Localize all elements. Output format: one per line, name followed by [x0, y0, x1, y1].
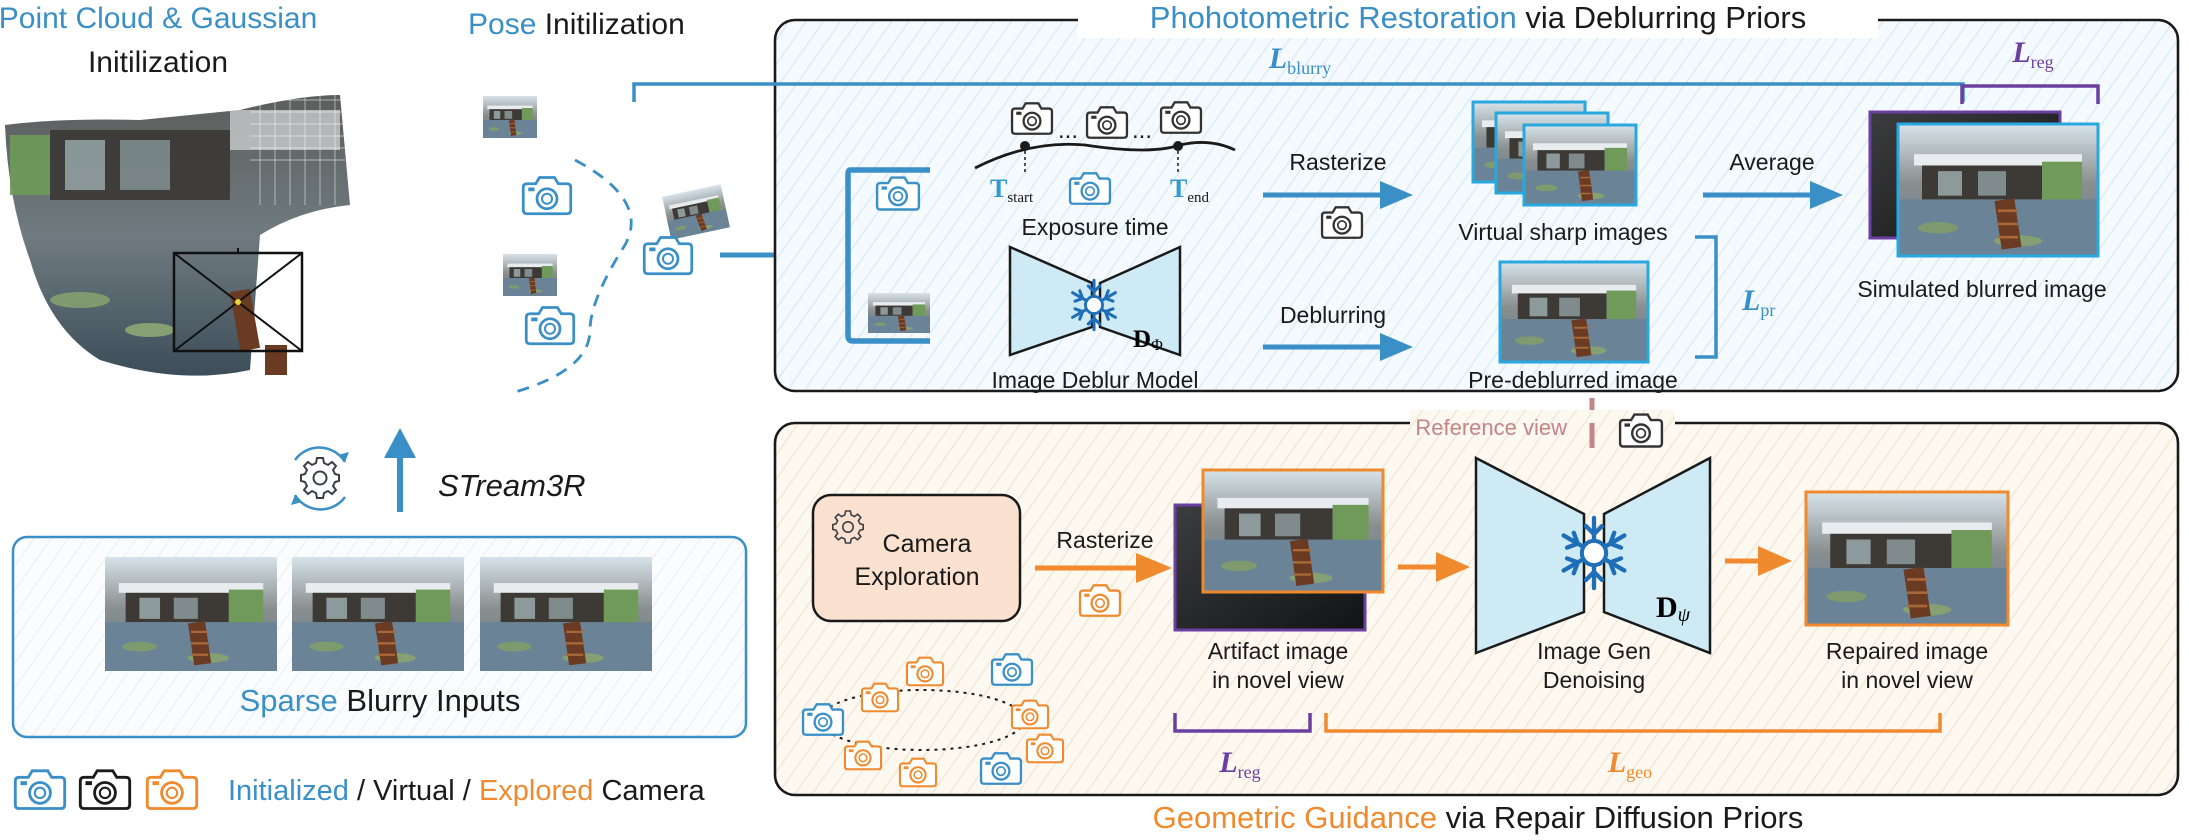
simulated-blurred-label: Simulated blurred image [1857, 276, 2106, 302]
pre-deblurred-image [1498, 260, 1650, 364]
l-geo-label: Lgeo [1607, 746, 1652, 782]
l-pr-label: Lpr [1741, 284, 1775, 320]
virtual-camera-icon [1010, 102, 1054, 135]
explored-camera-icon [145, 769, 199, 810]
l-pr-bracket [1695, 235, 1718, 359]
camera-exploration-label-1: Camera [883, 530, 972, 558]
artifact-label-1: Artifact image [1208, 638, 1349, 664]
rasterize-label-top: Rasterize [1289, 149, 1386, 175]
pre-deblurred-label: Pre-deblurred image [1468, 367, 1678, 393]
virtual-camera-icon [1320, 206, 1364, 239]
camera-legend: Initialized / Virtual / Explored Camera [13, 769, 705, 810]
input-image-1 [105, 557, 277, 671]
explored-camera-icon [1025, 733, 1065, 764]
stream3r-step: STream3R [291, 428, 586, 512]
gen-denoising-model: Dψ [1474, 455, 1712, 655]
reference-camera-icon [1618, 413, 1664, 448]
initialized-camera-icon [13, 769, 67, 810]
l-reg-label-bottom: Lreg [1218, 746, 1260, 782]
explored-camera-icon [860, 682, 900, 713]
input-image-3 [480, 557, 652, 671]
virtual-camera-icon [1159, 101, 1203, 134]
gear-cycle-icon [300, 457, 340, 499]
deblurring-label: Deblurring [1280, 302, 1386, 328]
l-reg-bracket-top [1960, 84, 2100, 104]
camera-exploration-box: Camera Exploration [811, 493, 1022, 623]
explored-camera-icon [898, 757, 938, 788]
virtual-camera-icon [78, 769, 132, 810]
repaired-label-1: Repaired image [1826, 638, 1988, 664]
average-label: Average [1729, 149, 1814, 175]
point-cloud-render [5, 95, 350, 376]
init-title-b: Initilization [88, 46, 228, 79]
virtual-camera-icon [1085, 106, 1129, 139]
trajectory-dots-2: ... [1132, 117, 1152, 144]
pose-title: Pose Initilization [468, 8, 685, 41]
explored-camera-icon [905, 656, 945, 687]
t-end-label: Tend [1170, 174, 1210, 206]
simulated-blurred-image [1868, 110, 2100, 258]
artifact-image [1173, 468, 1385, 632]
d-phi-label: DΦ [1133, 326, 1163, 354]
deblur-model: DΦ [1008, 245, 1182, 357]
input-bracket [845, 167, 930, 344]
exposure-time-label: Exposure time [1021, 214, 1168, 240]
virtual-sharp-label: Virtual sharp images [1458, 219, 1667, 245]
repaired-label-2: in novel view [1841, 667, 1973, 693]
gen-label-2: Denoising [1543, 667, 1645, 693]
rasterize-label-bottom: Rasterize [1056, 527, 1153, 553]
artifact-label-2: in novel view [1212, 667, 1344, 693]
initialized-camera-icon [1068, 172, 1112, 205]
input-thumb [868, 293, 930, 333]
t-start-label: Tstart [990, 174, 1034, 206]
stream3r-label: STream3R [438, 468, 586, 503]
explored-camera-icon [843, 740, 883, 771]
init-title-a: Point Cloud & Gaussian [0, 2, 317, 35]
initialized-camera-icon [990, 653, 1034, 686]
camera-icon [524, 306, 576, 346]
camera-icon [642, 236, 694, 276]
l-blurry-label: Lblurry [1268, 42, 1331, 78]
sparse-inputs-label: Sparse Blurry Inputs [240, 683, 521, 718]
gen-label-1: Image Gen [1537, 638, 1651, 664]
trajectory-dots-1: ... [1058, 117, 1078, 144]
l-reg-bracket-bottom [1173, 713, 1312, 733]
l-geo-bracket [1324, 713, 1942, 733]
legend-label: Initialized / Virtual / Explored Camera [228, 775, 705, 807]
reference-view-label-2: Reference view [1415, 415, 1567, 440]
input-image-2 [292, 557, 464, 671]
repaired-image [1804, 490, 2010, 627]
initialized-camera-icon [801, 703, 845, 736]
camera-exploration-label-2: Exploration [854, 563, 979, 591]
geometric-title: Geometric Guidance via Repair Diffusion … [1153, 800, 1804, 835]
camera-icon [875, 176, 921, 211]
initialized-camera-icon [979, 752, 1023, 785]
deblur-model-label: Image Deblur Model [991, 367, 1198, 393]
pose-cameras [483, 96, 730, 346]
restoration-title: Phohotometric Restoration via Deblurring… [1150, 0, 1806, 35]
d-psi-label: Dψ [1656, 591, 1691, 626]
explored-camera-icon [1078, 584, 1122, 617]
l-reg-label-top: Lreg [2011, 36, 2053, 72]
virtual-sharp-images [1471, 100, 1638, 207]
explored-camera-icon [1010, 699, 1050, 730]
camera-icon [521, 176, 573, 216]
